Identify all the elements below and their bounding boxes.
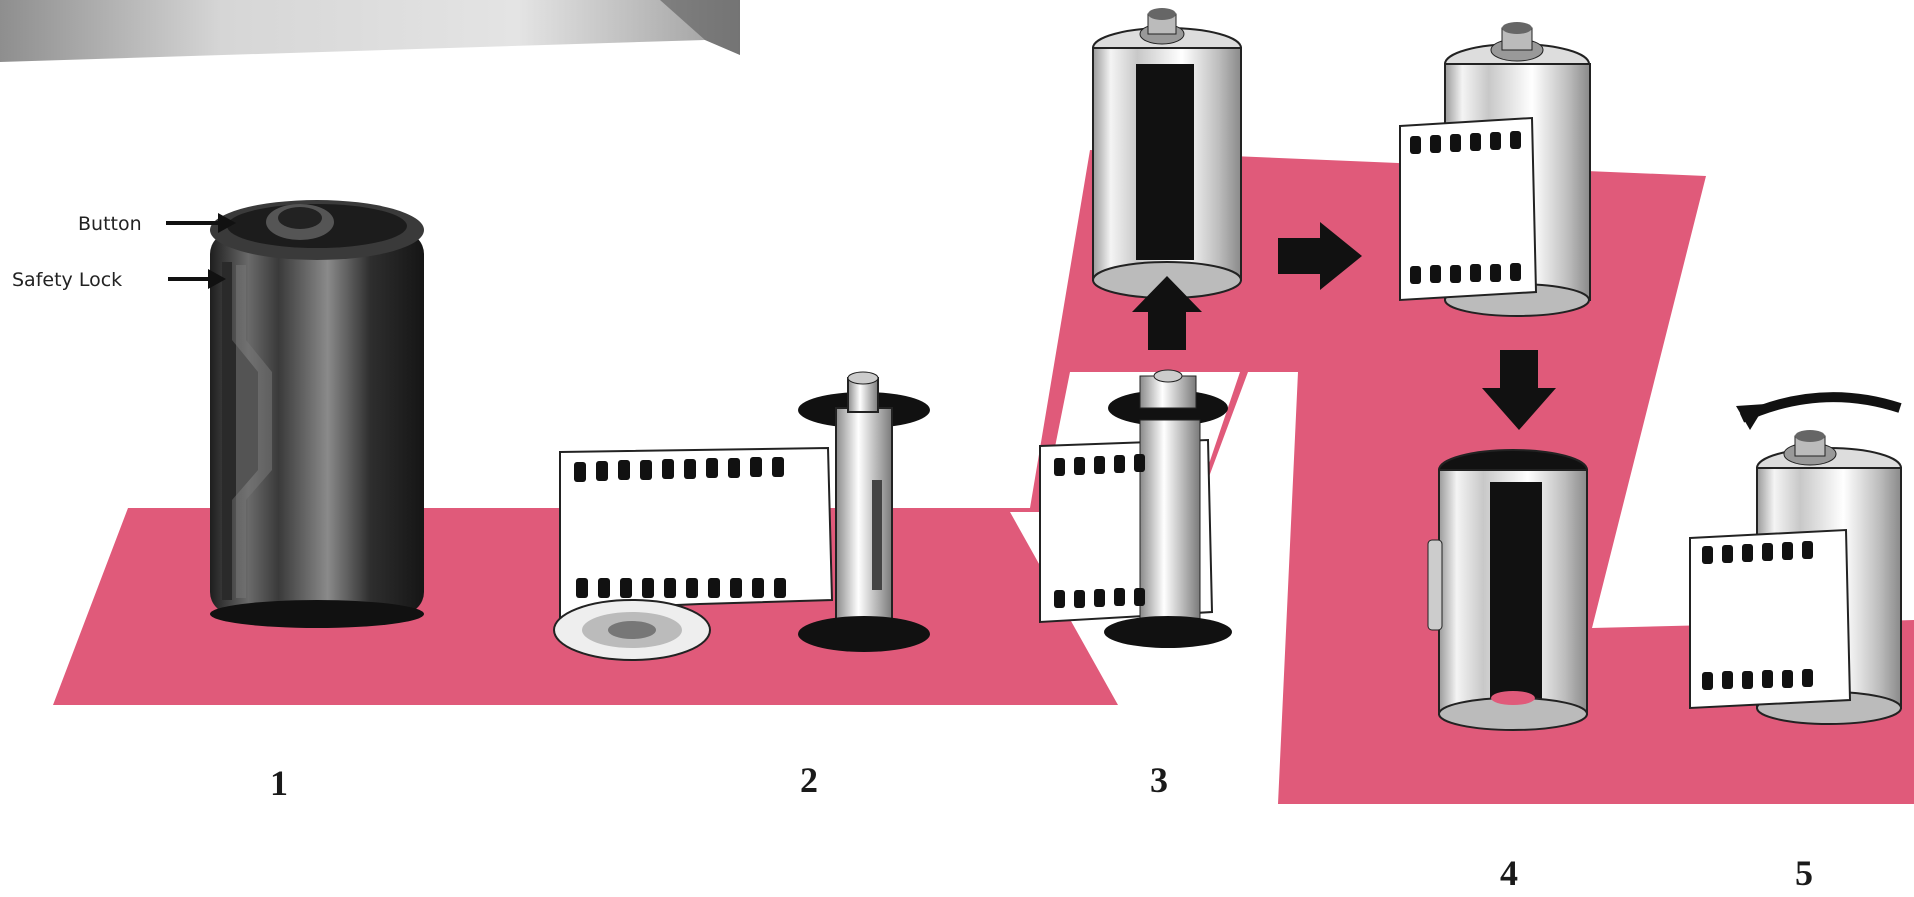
- step-number-5: 5: [1795, 853, 1813, 893]
- rotate-arrow: [1736, 397, 1900, 430]
- svg-text:Safety Lock: Safety Lock: [12, 269, 122, 291]
- step-number-2: 2: [800, 760, 818, 800]
- step-number-3: 3: [1150, 760, 1168, 800]
- step-number-4: 4: [1500, 853, 1518, 893]
- svg-text:Button: Button: [78, 213, 142, 235]
- assembled-shell-with-film: [1400, 22, 1590, 316]
- cropped-photo-remnant: [0, 0, 740, 62]
- step-number-1: 1: [270, 763, 288, 803]
- open-shell-top: [1093, 8, 1241, 298]
- callout-safety-lock: Safety Lock: [12, 269, 226, 291]
- final-cartridge: [1690, 430, 1901, 724]
- outer-sleeve: [1428, 450, 1587, 730]
- dark-film-cartridge: [210, 200, 424, 628]
